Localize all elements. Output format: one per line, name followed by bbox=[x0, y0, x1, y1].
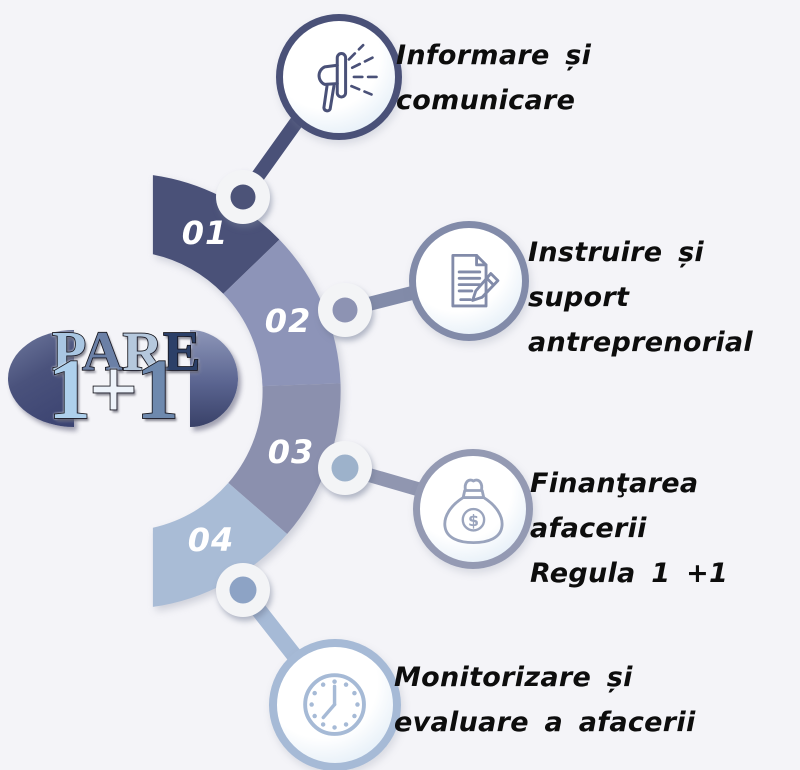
connector-dot-2-center bbox=[332, 297, 358, 323]
money-bag-icon: $ bbox=[442, 478, 504, 544]
pare-logo: PARE 1+1 bbox=[8, 322, 238, 436]
step2-icon-badge bbox=[409, 221, 529, 341]
logo-letter: R bbox=[122, 321, 164, 383]
logo-formula-char: + bbox=[88, 341, 139, 437]
step4-number: 04 bbox=[187, 521, 235, 559]
step1-label: Informare și comunicare bbox=[396, 40, 592, 116]
step3-icon-badge: $ bbox=[413, 449, 533, 569]
step1-number: 01 bbox=[181, 214, 229, 252]
connector-dots bbox=[216, 170, 372, 617]
logo-formula: 1+1 bbox=[47, 345, 180, 433]
step3-number: 03 bbox=[267, 433, 315, 471]
svg-text:$: $ bbox=[468, 511, 479, 530]
ring-segment-02 bbox=[223, 239, 341, 387]
logo-letter: E bbox=[162, 321, 201, 383]
step2-number: 02 bbox=[264, 302, 312, 340]
step2-label: Instruire și suport antreprenorial bbox=[528, 237, 753, 358]
logo-word: PARE bbox=[51, 321, 201, 383]
document-pencil-icon bbox=[450, 253, 499, 307]
logo-formula-char: 1 bbox=[135, 341, 180, 437]
ring-segment-03 bbox=[228, 383, 341, 534]
connector-dot-1-center bbox=[230, 184, 256, 210]
connector-dot-3-center bbox=[331, 454, 359, 482]
step4-label: Monitorizare și evaluare a afacerii bbox=[394, 662, 696, 738]
megaphone-icon bbox=[317, 43, 379, 113]
clock-icon bbox=[303, 673, 367, 737]
logo-letter: A bbox=[81, 321, 123, 383]
logo-formula-char: 1 bbox=[47, 341, 92, 437]
ring-segment-04 bbox=[152, 482, 288, 607]
ring-segments bbox=[152, 175, 341, 607]
ring-segment-01 bbox=[152, 175, 280, 294]
step3-label: Finanţarea afacerii Regula 1 +1 bbox=[530, 468, 729, 589]
step4-icon-badge bbox=[269, 639, 401, 770]
step1-icon-badge bbox=[276, 14, 402, 140]
connector-dot-4-center bbox=[229, 576, 257, 604]
logo-letter: P bbox=[51, 321, 83, 383]
